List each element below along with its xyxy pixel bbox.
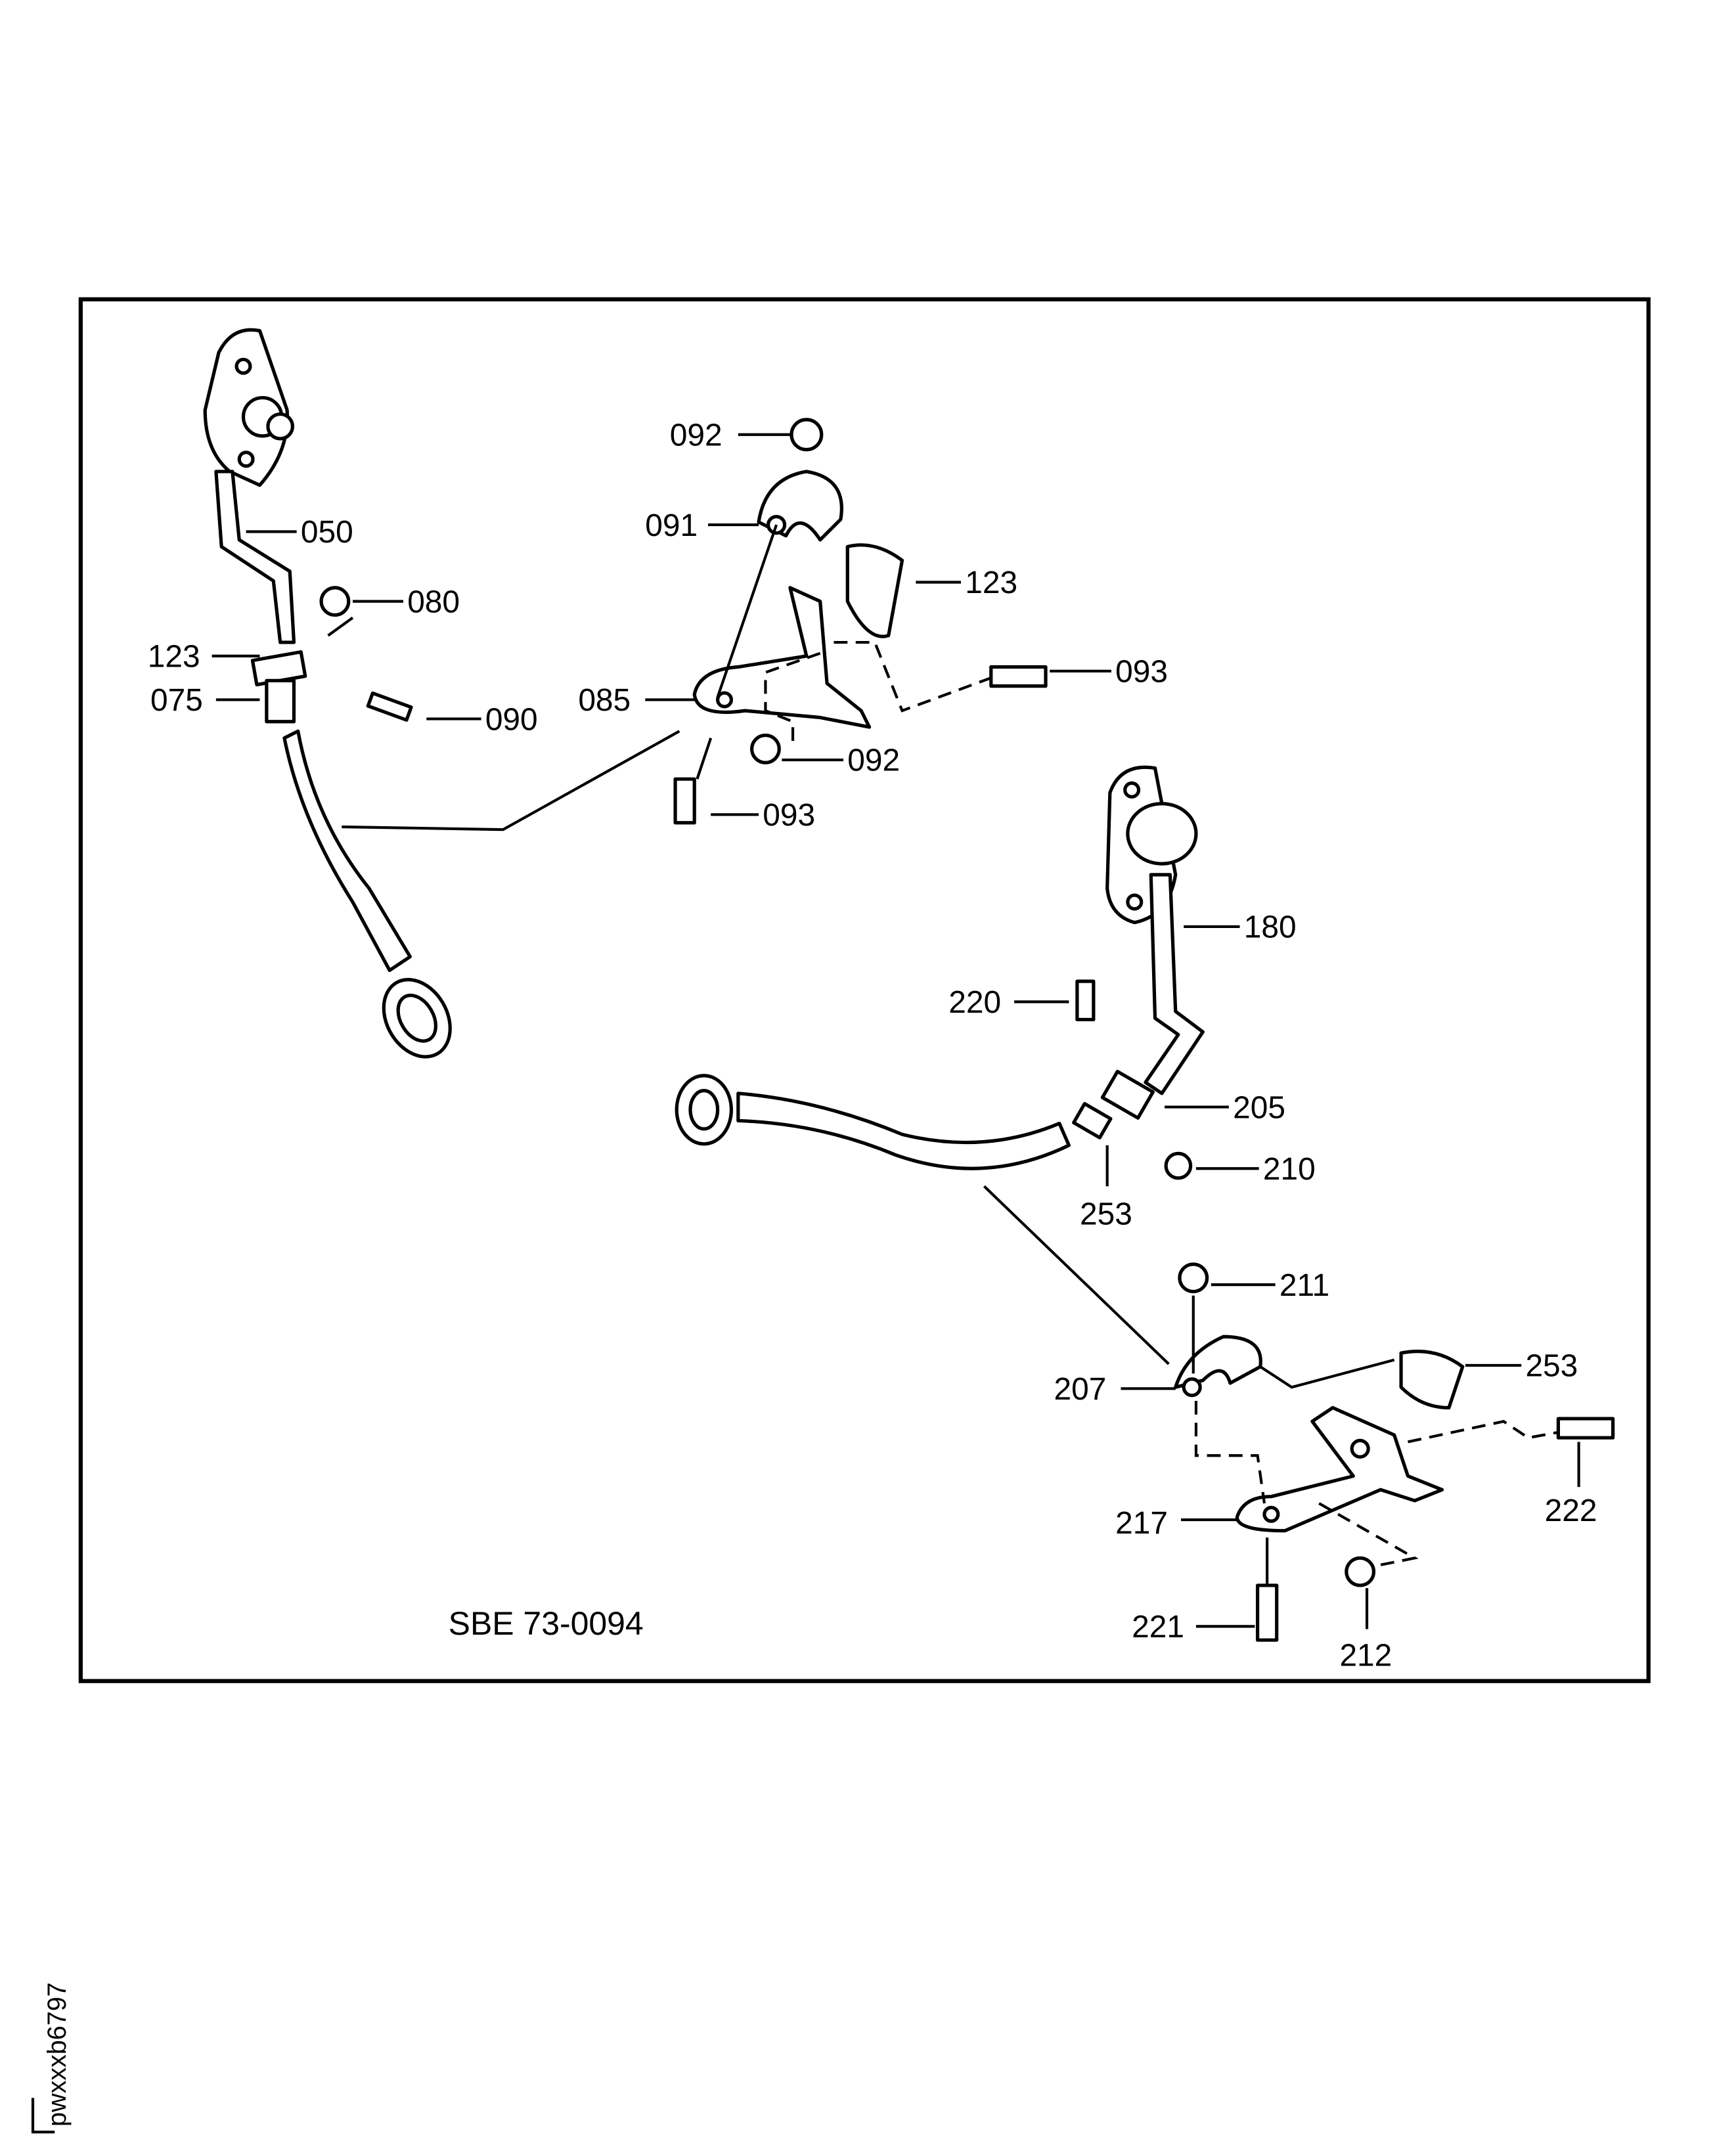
- reference-number: SBE 73-0094: [449, 1605, 644, 1642]
- callout-220: 220: [948, 985, 1001, 1020]
- callout-222: 222: [1545, 1493, 1597, 1528]
- callout-253: 253: [1525, 1349, 1578, 1384]
- callout-080: 080: [407, 585, 460, 619]
- callout-093: 093: [763, 798, 815, 833]
- tube-assembly-050: [203, 328, 452, 1059]
- bracket-assembly-217: [1174, 1262, 1615, 1642]
- callout-123: 123: [148, 640, 200, 674]
- callout-180: 180: [1244, 910, 1297, 945]
- callout-075: 075: [150, 683, 203, 718]
- callout-085: 085: [578, 683, 631, 718]
- callout-211: 211: [1280, 1268, 1329, 1303]
- callout-090: 090: [485, 702, 538, 737]
- image-code: pwxxxb6797: [43, 1982, 72, 2127]
- callout-050: 050: [301, 515, 353, 550]
- diagram-frame: [78, 297, 1651, 1683]
- callout-092: 092: [670, 418, 723, 453]
- image-code-bracket: [31, 2098, 55, 2134]
- callout-212: 212: [1339, 1639, 1392, 1673]
- callout-093: 093: [1115, 654, 1168, 689]
- callout-091: 091: [645, 508, 698, 543]
- bolt-090: [366, 691, 413, 722]
- bracket-assembly-085: [673, 418, 1048, 825]
- callout-253: 253: [1080, 1197, 1132, 1232]
- callout-210: 210: [1263, 1152, 1316, 1187]
- tube-assembly-180: [675, 765, 1205, 1180]
- callout-123: 123: [965, 565, 1017, 600]
- callout-217: 217: [1115, 1506, 1168, 1541]
- callout-207: 207: [1054, 1372, 1107, 1407]
- callout-092: 092: [847, 743, 900, 778]
- nut-080: [319, 586, 351, 617]
- callout-205: 205: [1233, 1090, 1285, 1125]
- callout-leaders: [211, 433, 1580, 1629]
- callout-221: 221: [1132, 1610, 1184, 1645]
